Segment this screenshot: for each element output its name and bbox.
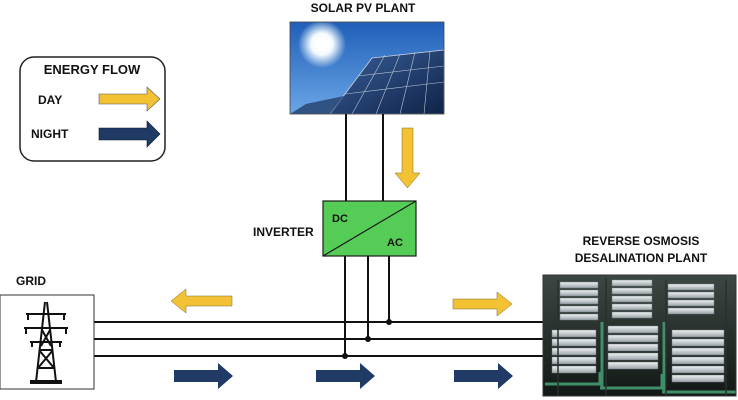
- grid-tower-icon: [0, 294, 95, 390]
- desal-label-line1: REVERSE OSMOSIS: [583, 234, 700, 248]
- bus-to-desal-day-arrow: [452, 291, 513, 317]
- day-arrow-icon: [98, 86, 161, 112]
- power-bus-lines: [94, 321, 543, 357]
- inverter-label: INVERTER: [253, 225, 314, 239]
- desal-label-line2: DESALINATION PLANT: [575, 251, 708, 265]
- solar-to-inverter-day-arrow: [394, 127, 421, 189]
- solar-inverter-wires: [345, 114, 384, 201]
- inverter-ac-label: AC: [387, 237, 403, 249]
- grid-night-arrow-2: [316, 363, 375, 389]
- solar-plant-label: SOLAR PV PLANT: [311, 1, 416, 15]
- desalination-plant-image: [542, 274, 737, 397]
- solar-panel-image: [289, 20, 445, 115]
- grid-label: GRID: [16, 274, 46, 288]
- grid-night-arrow-1: [174, 363, 233, 389]
- bus-junction-dots: [342, 319, 392, 359]
- bus-to-grid-day-arrow: [170, 288, 233, 314]
- legend-label-day: DAY: [38, 93, 62, 107]
- night-arrow-icon: [98, 120, 161, 148]
- legend: ENERGY FLOW DAY NIGHT: [19, 56, 166, 162]
- inverter-dc-label: DC: [332, 213, 348, 225]
- inverter-box: DC AC: [322, 200, 417, 257]
- legend-title: ENERGY FLOW: [44, 62, 141, 77]
- grid-night-arrow-3: [454, 363, 513, 389]
- legend-label-night: NIGHT: [31, 127, 69, 141]
